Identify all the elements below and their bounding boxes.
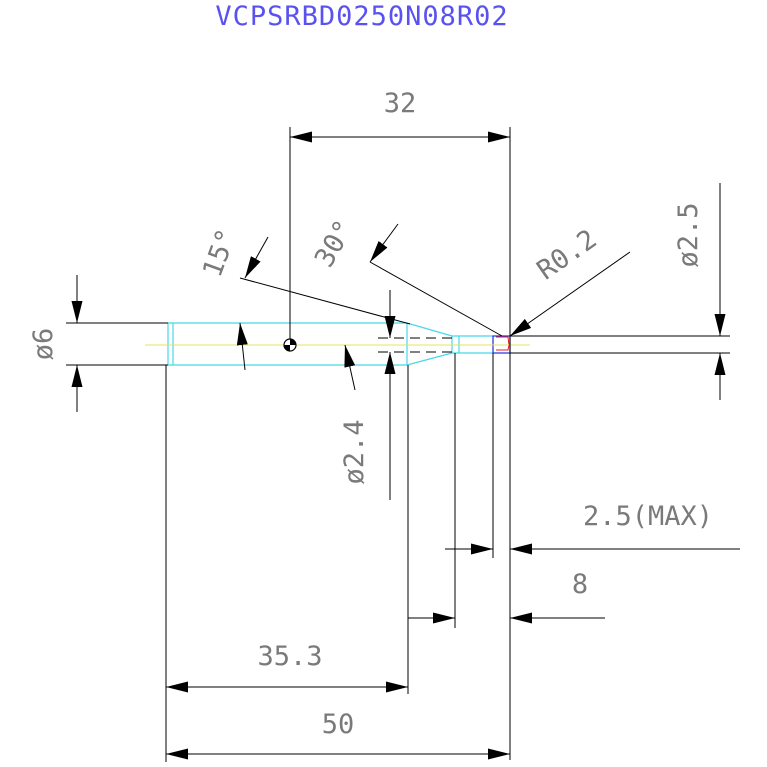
dim-corner-radius: R0.2 xyxy=(509,224,631,337)
dim-32-label: 32 xyxy=(384,88,417,119)
center-mark-icon xyxy=(283,338,297,352)
dim-35-3-label: 35.3 xyxy=(257,641,322,672)
dim-neck-diameter-label: ø2.4 xyxy=(339,419,370,484)
tip-corner-radius xyxy=(496,336,510,351)
dim-ball-diameter-label: ø2.5 xyxy=(673,202,704,267)
dim-2-5-max-label: 2.5(MAX) xyxy=(583,501,713,532)
hidden-lines xyxy=(378,337,452,353)
dim-8: 8 xyxy=(408,353,605,628)
tool-outline xyxy=(167,322,493,366)
dim-shank-diameter: ø6 xyxy=(28,275,168,412)
dim-angle-30-label: 30° xyxy=(309,215,360,273)
dim-angle-15-label: 15° xyxy=(197,225,243,281)
drawing-title: VCPSRBD0250N08R02 xyxy=(215,1,508,32)
dim-35-3: 35.3 xyxy=(166,365,409,694)
dim-8-label: 8 xyxy=(572,569,588,600)
dim-2-5-max: 2.5(MAX) xyxy=(445,353,740,558)
dim-32: 32 xyxy=(289,88,511,760)
dim-ball-diameter: ø2.5 xyxy=(510,183,730,400)
dim-corner-radius-label: R0.2 xyxy=(532,224,603,287)
dim-50-label: 50 xyxy=(322,709,355,740)
dim-shank-diameter-label: ø6 xyxy=(28,328,59,361)
dim-neck-diameter: ø2.4 xyxy=(339,290,396,500)
dim-50: 50 xyxy=(165,365,510,762)
dim-angle-30: 30° xyxy=(309,215,503,337)
